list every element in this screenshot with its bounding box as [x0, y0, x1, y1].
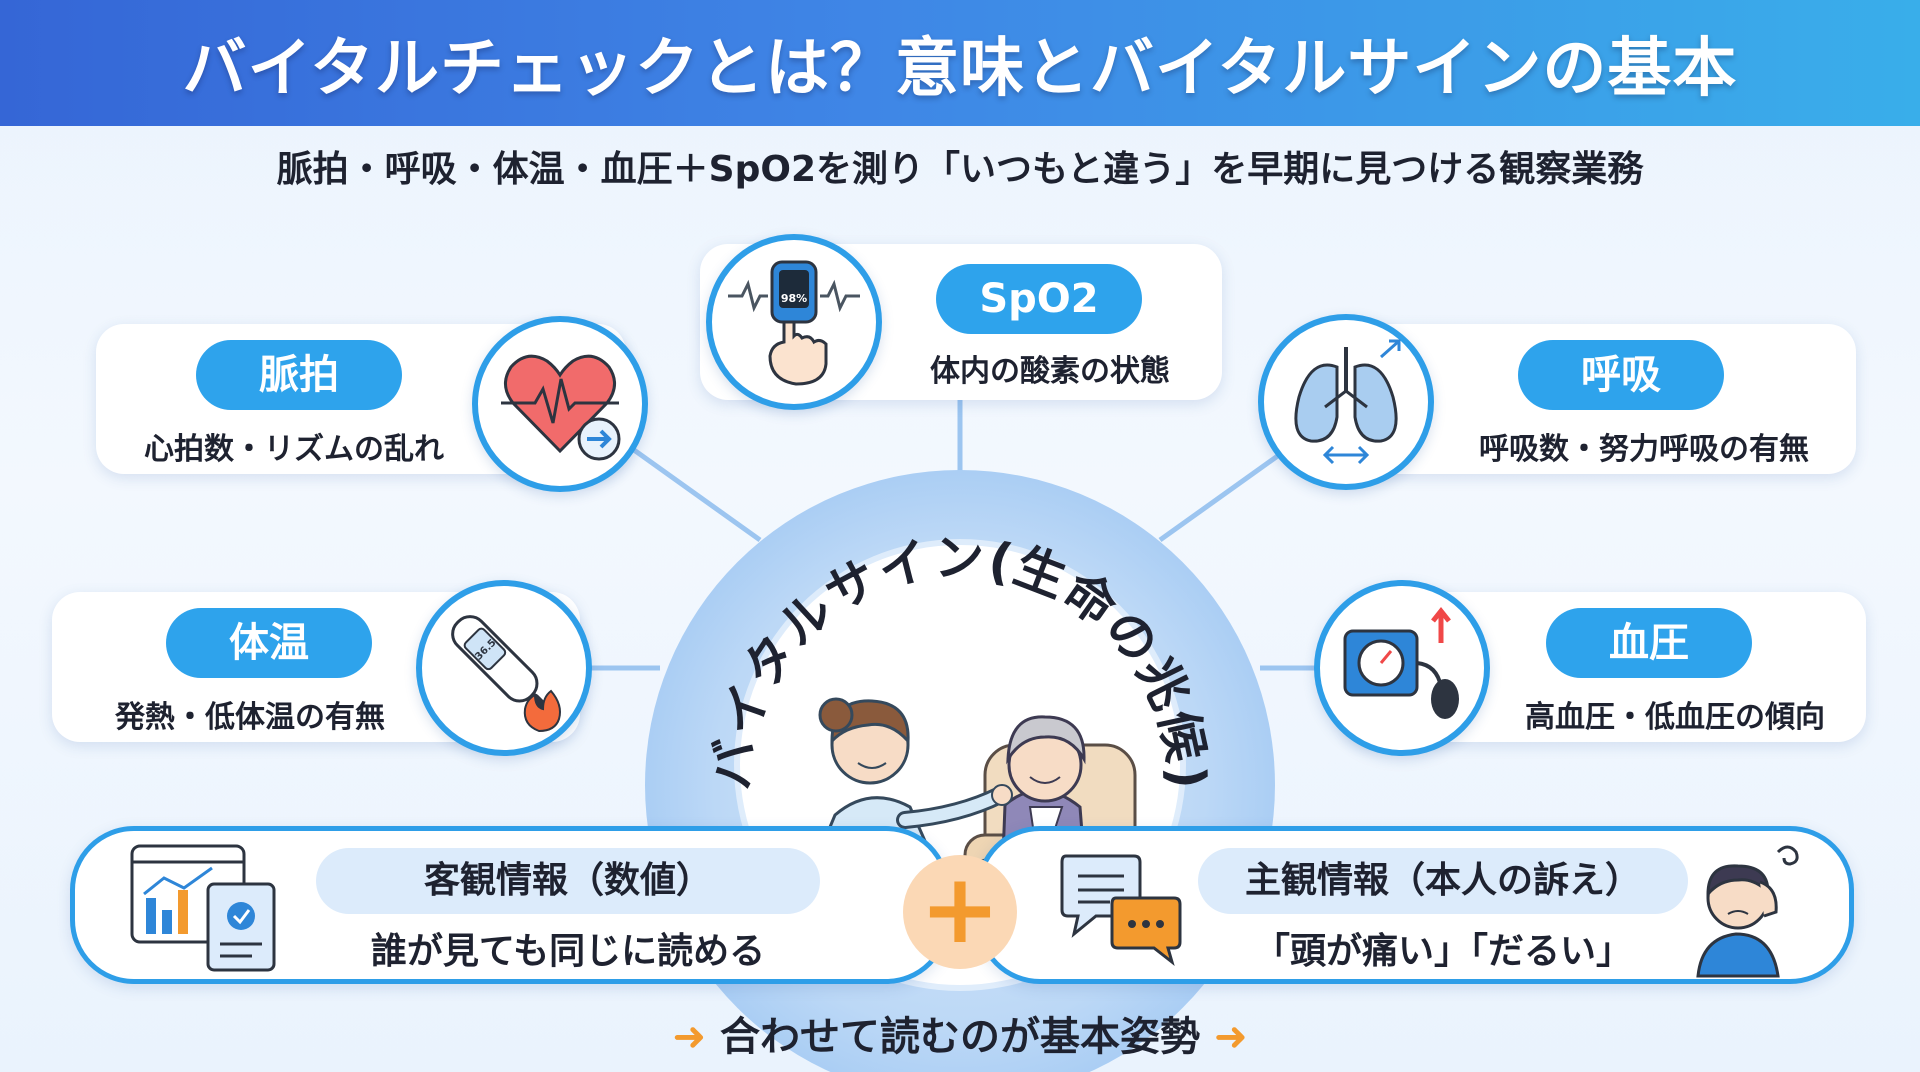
data-chart-icon: [130, 844, 276, 972]
hub-arc-title: バイタルサイン(生命の兆候): [703, 529, 1217, 792]
right-arrow-icon: ➜: [1214, 1014, 1248, 1060]
footer-message: ➜ 合わせて読むのが基本姿勢 ➜: [0, 1004, 1920, 1062]
spo2-icon-circle: 98%: [706, 234, 882, 410]
pulse-icon-circle: [472, 316, 648, 492]
lungs-icon: [1294, 339, 1401, 465]
plus-circle: +: [903, 855, 1017, 969]
blood-pressure-monitor-icon: [1343, 606, 1459, 719]
headache-person-icon: [1696, 845, 1799, 978]
hub-title-text: バイタルサイン(生命の兆候): [703, 529, 1215, 792]
speech-bubbles-icon: [1060, 854, 1182, 966]
objective-info-label: 客観情報（数値）: [316, 848, 820, 914]
temperature-desc: 発熱・低体温の有無: [115, 700, 385, 735]
blood-pressure-label: 血圧: [1546, 608, 1752, 678]
pulse-oximeter-icon: 98%: [728, 260, 860, 386]
spo2-desc: 体内の酸素の状態: [930, 354, 1170, 389]
spo2-reading: 98%: [781, 292, 807, 305]
temperature-label: 体温: [166, 608, 372, 678]
header-banner: バイタルチェックとは？意味とバイタルサインの基本: [0, 0, 1920, 126]
left-arrow-icon: ➜: [672, 1014, 706, 1060]
footer-text: 合わせて読むのが基本姿勢: [720, 1014, 1200, 1060]
heart-rate-icon: [501, 354, 621, 461]
svg-text:バイタルサイン(生命の兆候): バイタルサイン(生命の兆候): [703, 529, 1217, 792]
blood-pressure-icon-circle: [1314, 580, 1490, 756]
respiration-label: 呼吸: [1518, 340, 1724, 410]
thermometer-icon: 36.5: [451, 615, 561, 733]
subjective-info-label: 主観情報（本人の訴え）: [1198, 848, 1688, 914]
blood-pressure-desc: 高血圧・低血圧の傾向: [1525, 700, 1825, 735]
temperature-icon-circle: 36.5: [416, 580, 592, 756]
respiration-icon-circle: [1258, 314, 1434, 490]
pulse-label: 脈拍: [196, 340, 402, 410]
spo2-label: SpO2: [936, 264, 1142, 334]
objective-info-desc: 誰が見ても同じに読める: [370, 931, 766, 972]
respiration-desc: 呼吸数・努力呼吸の有無: [1479, 432, 1809, 467]
page-subtitle: 脈拍・呼吸・体温・血圧＋SpO2を測り「いつもと違う」を早期に見つける観察業務: [276, 149, 1644, 190]
plus-sign: +: [919, 853, 1001, 965]
pulse-desc: 心拍数・リズムの乱れ: [144, 432, 444, 467]
subjective-info-desc: 「頭が痛い」「だるい」: [1253, 931, 1632, 972]
page-title: バイタルチェックとは？意味とバイタルサインの基本: [182, 32, 1738, 106]
